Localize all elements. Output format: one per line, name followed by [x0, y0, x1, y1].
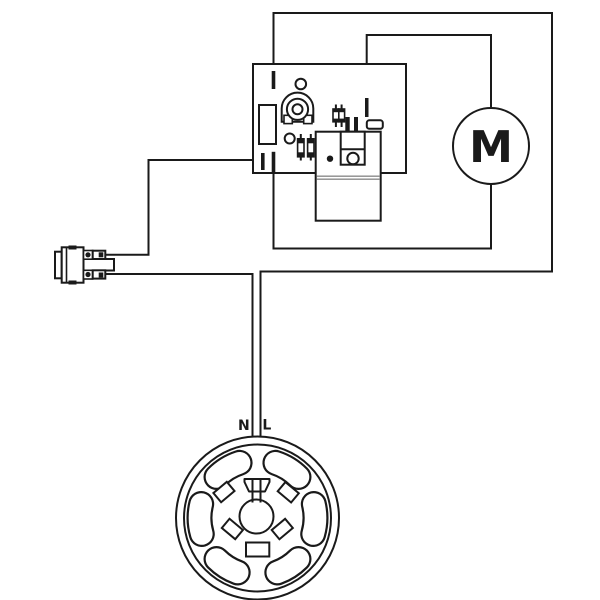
- connector-bracket: [105, 258, 115, 272]
- pcb-hole-bottom: [283, 132, 296, 145]
- neutral-label: N: [238, 418, 250, 434]
- pcb-pin-top-left: [271, 71, 276, 89]
- control-board: [252, 63, 407, 222]
- capacitor-pair-bottom: [296, 134, 315, 161]
- reel-lug: [211, 480, 236, 504]
- pcb-terminal-bar-1: [261, 153, 265, 170]
- connector-tab-bottom: [68, 280, 77, 285]
- reel-wire-tails: [251, 478, 262, 503]
- capacitor-band: [338, 109, 345, 113]
- live-loop-wire: [259, 12, 553, 503]
- potentiometer-shaft: [291, 103, 304, 116]
- solder-dot: [326, 155, 334, 162]
- pcb-hole-top: [294, 77, 308, 91]
- pcb-terminal-bar-2: [271, 151, 276, 173]
- triac-pin: [345, 117, 350, 133]
- connector-to-pcb-wire: [105, 159, 261, 256]
- power-connector: [54, 245, 115, 285]
- connector-tab-top: [68, 245, 77, 250]
- capacitor-band: [333, 118, 339, 122]
- reel-lug: [220, 517, 245, 541]
- neutral-wire: [105, 273, 254, 503]
- motor-bottom-wire: [272, 172, 492, 250]
- cable-reel: N L: [175, 418, 340, 600]
- potentiometer: [280, 91, 315, 125]
- connector-pin-dot: [85, 271, 91, 278]
- triac-mount-hole: [346, 151, 360, 166]
- connector-pin-dot: [85, 252, 91, 258]
- pcb-pin-top-right: [365, 98, 369, 117]
- reel-slots: [186, 449, 329, 586]
- connector-contact: [98, 252, 104, 258]
- connector-contact: [98, 272, 104, 278]
- capacitor-pair-top: [332, 104, 346, 127]
- motor-circle: [452, 107, 530, 185]
- capacitor-band: [307, 138, 314, 144]
- resistor: [365, 119, 384, 130]
- reel-lugs: [211, 480, 301, 558]
- potentiometer-foot-right: [302, 114, 313, 125]
- relay-block: [258, 104, 277, 145]
- reel-lug: [276, 480, 301, 504]
- motor: M: [452, 107, 530, 185]
- connector-cap: [54, 250, 63, 280]
- capacitor-band: [338, 118, 345, 122]
- triac-module: [314, 117, 382, 222]
- reel-lug-bottom: [245, 541, 271, 558]
- live-label: L: [262, 418, 271, 434]
- reel-hub: [238, 498, 275, 535]
- reel-cable-collar: [243, 478, 271, 493]
- reel-lug: [270, 517, 295, 541]
- capacitor-band: [297, 152, 304, 157]
- triac-pin: [354, 117, 358, 133]
- motor-label: M: [469, 122, 513, 173]
- connector-body: [60, 246, 85, 284]
- capacitor-band: [297, 138, 304, 144]
- choke-divider: [316, 175, 380, 180]
- capacitor-band: [333, 109, 339, 113]
- capacitor-band: [307, 152, 314, 157]
